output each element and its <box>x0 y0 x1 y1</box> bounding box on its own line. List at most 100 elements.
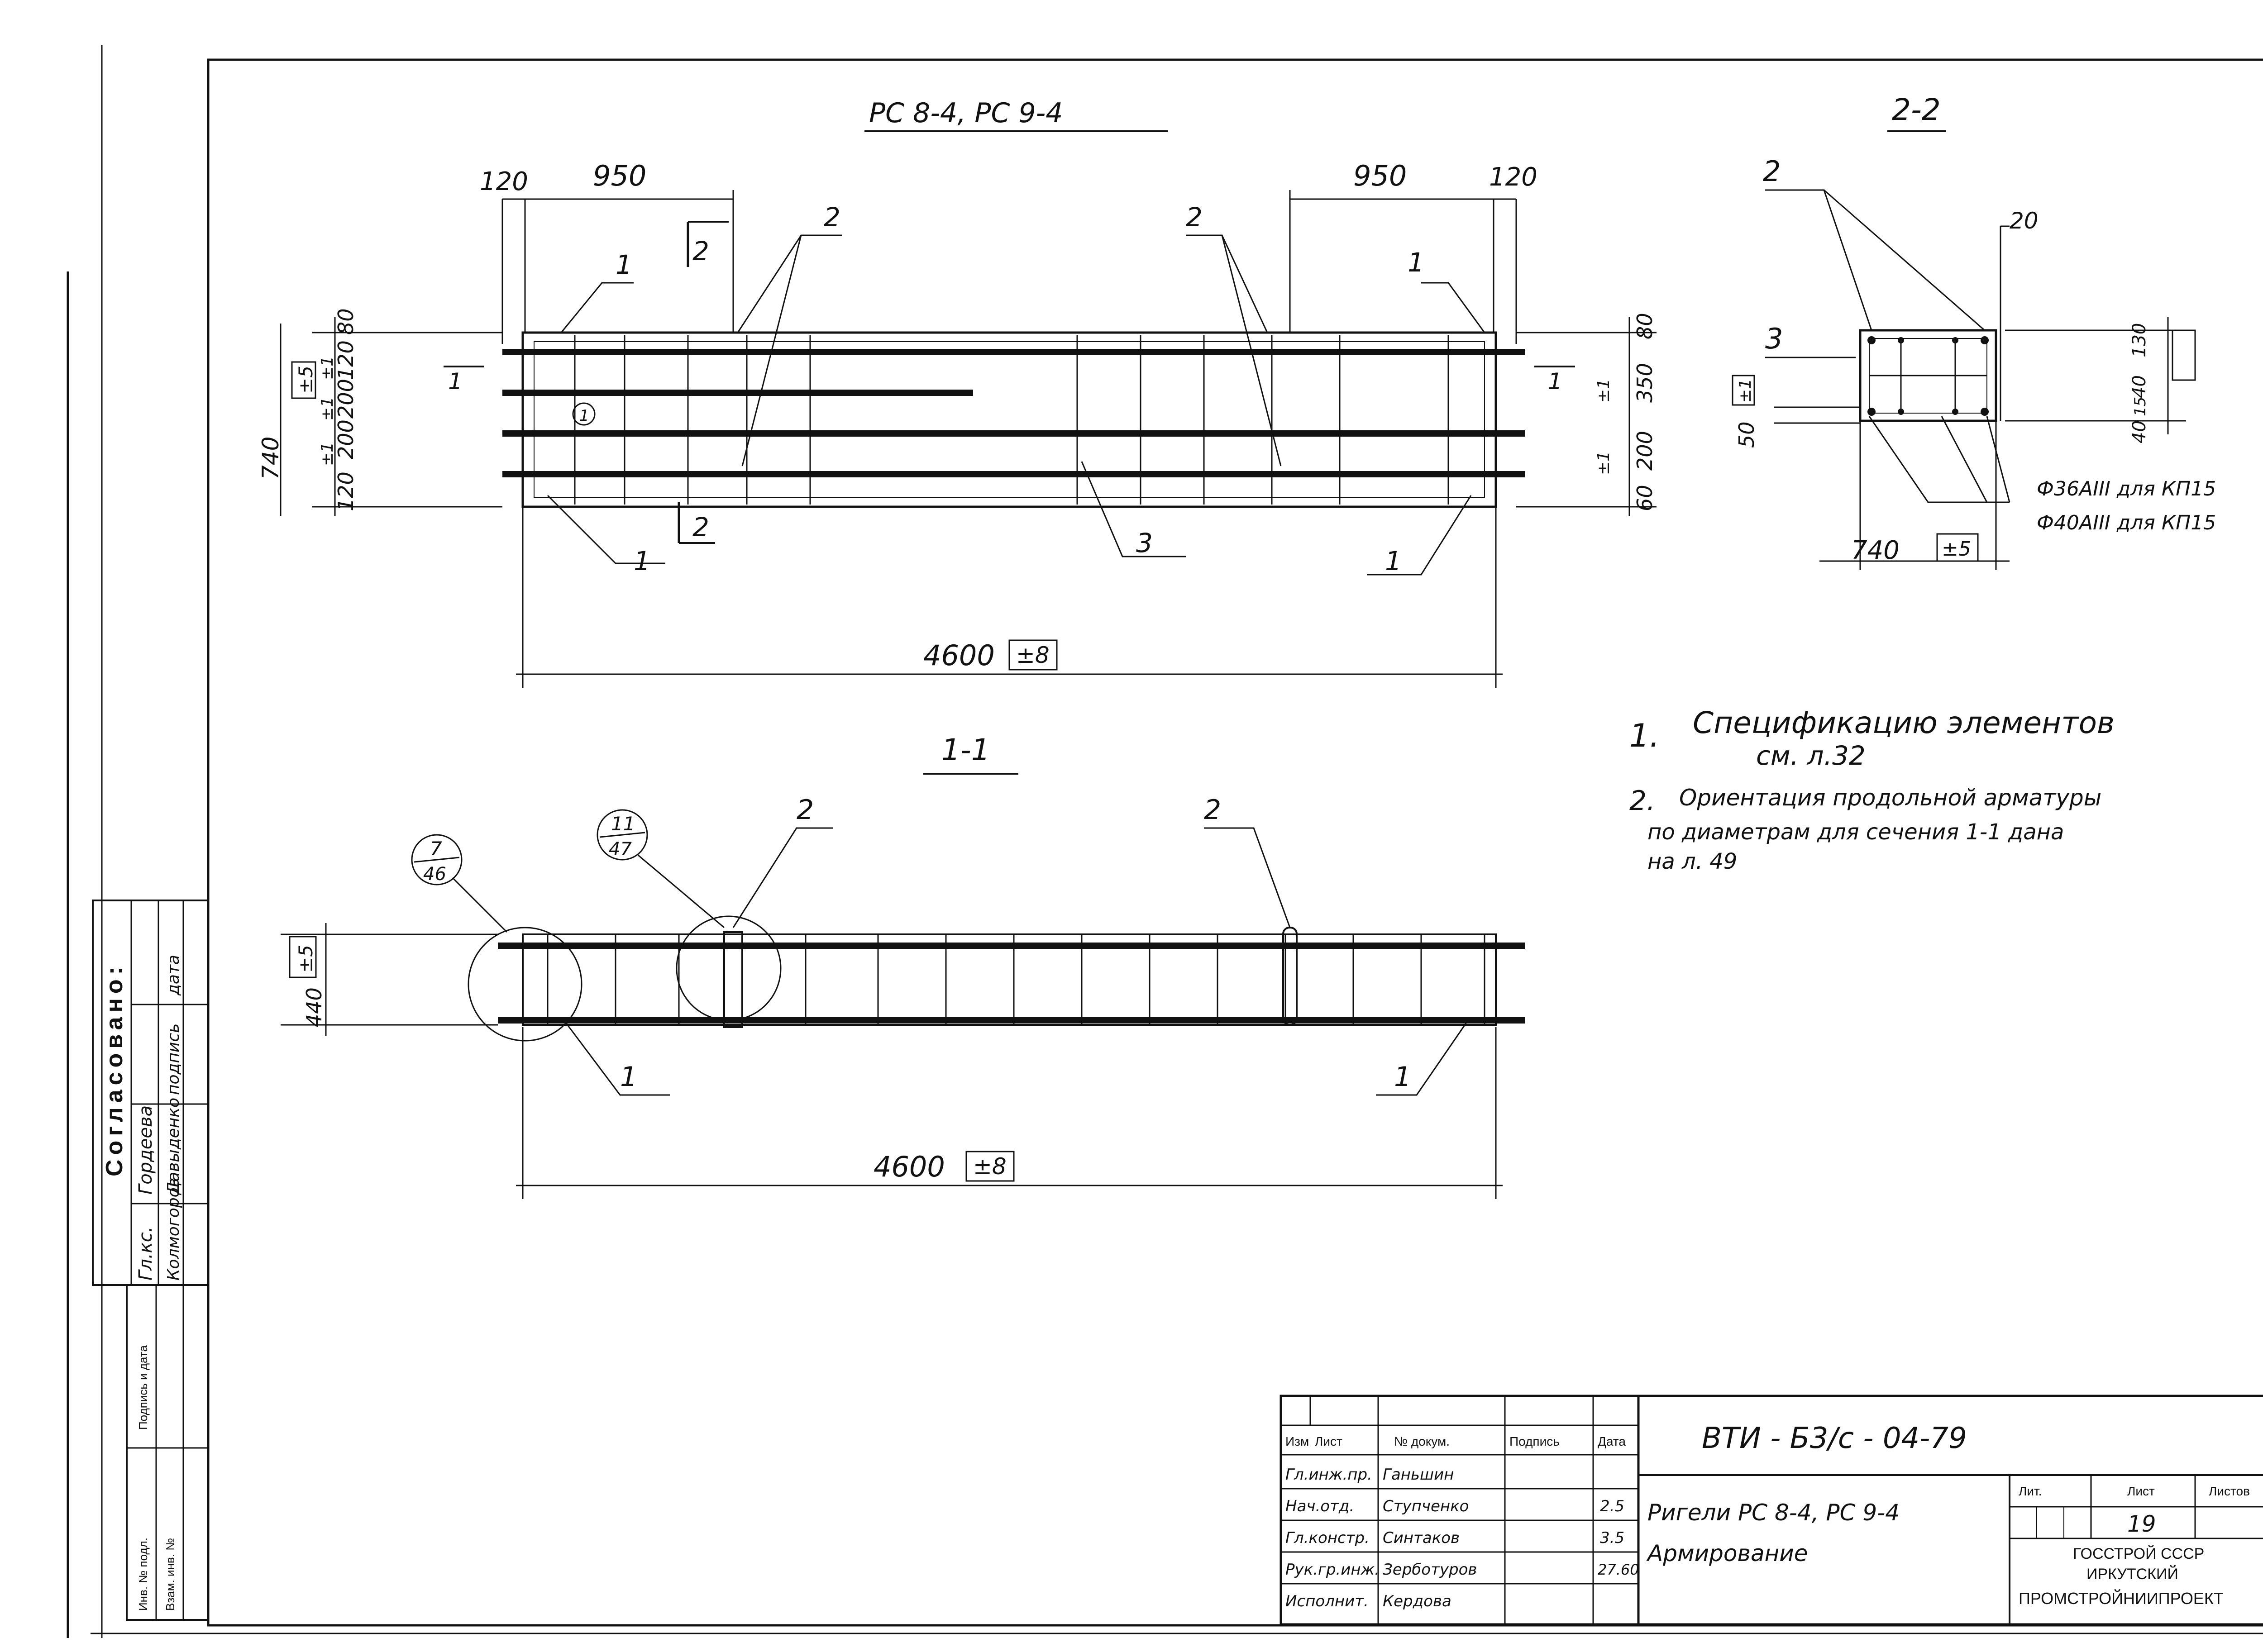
node11-leader <box>638 854 725 928</box>
section22-rdim-15: 15 <box>2131 397 2149 416</box>
note-1-number: 1. <box>1629 717 1660 754</box>
tb-staff-0-role: Гл.инж.пр. <box>1285 1466 1372 1484</box>
section22-outline <box>1859 329 1997 422</box>
plan-callout-1b: 1 <box>1408 247 1424 278</box>
right-tol-a: ±1 <box>1595 379 1613 403</box>
agreement-stamp: Согласовано: Гл.кс. Гордеева Колмогоров … <box>92 900 209 1286</box>
section-11-left-label: 1 <box>448 368 463 395</box>
right-tol-b: ±1 <box>1595 451 1613 475</box>
plan-callout-2a: 2 <box>824 202 840 233</box>
section22-dim-740: 740 <box>1851 536 1900 565</box>
plan-callout-leaders <box>547 234 1485 576</box>
section22-tol-1: ±1 <box>1736 379 1755 403</box>
left-dim-200a: 200 <box>334 379 358 419</box>
tb-staff-1-role: Нач.отд. <box>1285 1497 1354 1515</box>
title-block-frame <box>1280 1395 2263 1626</box>
agreement-title: Согласовано: <box>101 962 128 1176</box>
section-11-right-label: 1 <box>1548 368 1562 395</box>
tb-org-2: ИРКУТСКИЙ <box>2086 1566 2178 1583</box>
section22-rdim-40b: 40 <box>2129 420 2150 443</box>
dim-120-right: 120 <box>1489 162 1537 192</box>
node7-sheet: 46 <box>423 864 446 885</box>
section22-tol5-box <box>1936 533 1979 562</box>
tol-box-plan <box>1008 639 1058 671</box>
left-dim-120b: 120 <box>334 471 358 511</box>
tb-staff-4-name: Кердова <box>1383 1592 1451 1610</box>
plan-stirrups <box>574 335 1449 505</box>
tb-hdr-doc: № докум. <box>1394 1434 1450 1448</box>
node7-divider <box>414 857 460 863</box>
section22-bars <box>1867 336 1989 416</box>
section22-tol-box <box>1732 375 1755 406</box>
elev-callout-1b: 1 <box>1394 1061 1411 1093</box>
note-1-text2: см. л.32 <box>1756 740 1866 771</box>
right-dim-200: 200 <box>1633 431 1657 471</box>
plan-left-dims <box>280 317 502 516</box>
right-dim-350: 350 <box>1633 363 1657 403</box>
agreement-r1c1: Гл.кс. <box>135 1227 156 1281</box>
node11-num: 11 <box>611 813 635 835</box>
elev-lifting-loop-a <box>723 931 743 1028</box>
side-stamp: Инв. № подл. Подпись и дата Взам. инв. № <box>126 1284 209 1621</box>
elevation-dims <box>281 923 1503 1199</box>
plan-callout-1c: 1 <box>634 546 650 576</box>
right-dim-80: 80 <box>1633 313 1657 339</box>
tb-staff-2-role: Гл.констр. <box>1285 1529 1370 1547</box>
section-mark-top: 2 <box>692 236 709 267</box>
elev-callout-1a: 1 <box>620 1061 637 1093</box>
plan-top-dims <box>501 190 1517 344</box>
tb-org-1: ГОССТРОЙ СССР <box>2073 1545 2204 1562</box>
tb-staff-2-date: 3.5 <box>1600 1529 1624 1547</box>
section22-rdim-40a: 40 <box>2129 375 2150 398</box>
tb-org-3: ПРОМСТРОЙНИИПРОЕКТ <box>2019 1589 2224 1608</box>
tb-sheets-hdr: Листов <box>2209 1484 2250 1498</box>
elev-tol8-box <box>965 1151 1015 1182</box>
left-tol-5: ±5 <box>295 366 317 394</box>
tb-stage-hdr: Лит. <box>2019 1484 2042 1498</box>
left-dim-120: 120 <box>334 340 358 380</box>
tb-code: ВТИ - Б3/с - 04-79 <box>1702 1422 1967 1455</box>
elev-callout-2a: 2 <box>797 794 814 826</box>
plan-right-dims <box>1516 317 1657 516</box>
elev-tol-8: ±8 <box>973 1153 1007 1180</box>
section-22-view: 2-2 <box>1732 92 2216 570</box>
side-stamp-c3: Взам. инв. № <box>163 1538 177 1611</box>
side-stamp-c2: Подпись и дата <box>136 1345 150 1430</box>
node11-marker <box>597 809 648 861</box>
detail-circle-label: 1 <box>579 407 589 425</box>
note-2-number: 2. <box>1629 785 1655 817</box>
tb-staff-2-name: Синтаков <box>1383 1529 1460 1547</box>
note-2-text: Ориентация продольной арматуры <box>1679 785 2101 811</box>
plan-view: РС 8-4, РС 9-4 <box>258 97 1657 688</box>
node7-marker <box>411 834 463 886</box>
elevation-outline <box>522 933 1497 1026</box>
tb-sheet-hdr: Лист <box>2127 1484 2155 1498</box>
dim-950-right: 950 <box>1353 159 1407 192</box>
section22-bar2: Ф40АIII для КП15 <box>2037 511 2216 534</box>
tb-sheet-no: 19 <box>2127 1511 2156 1537</box>
node7-num: 7 <box>430 838 442 860</box>
sheet-frame <box>207 58 2263 1627</box>
agreement-r1c2: Гордеева <box>135 1105 156 1195</box>
section22-bar1: Ф36АIII для КП15 <box>2037 477 2216 500</box>
section22-callout-2: 2 <box>1763 155 1781 188</box>
dim-4600-plan: 4600 <box>923 639 995 672</box>
elev-tol5-box <box>289 936 317 978</box>
agreement-r2c3: подпись <box>164 1024 183 1095</box>
plan-callout-1a: 1 <box>616 249 632 280</box>
side-stamp-c1: Инв. № подл. <box>136 1538 150 1611</box>
title-block: Изм Лист № докум. Подпись Дата Гл.инж.пр… <box>1280 1395 2263 1626</box>
plan-bottom-dim <box>516 507 1503 688</box>
detail-circle-mark <box>572 402 596 426</box>
left-tol-a: ±1 <box>318 356 337 380</box>
plan-callout-2b: 2 <box>1186 202 1203 233</box>
left-tol-c: ±1 <box>318 442 337 466</box>
tb-name-1: Ригели РС 8-4, РС 9-4 <box>1647 1500 1900 1526</box>
notes-block: 1. Спецификацию элементов см. л.32 2. Ор… <box>1629 705 2115 874</box>
section22-rtol-box <box>2172 329 2196 381</box>
section22-tol-5: ±5 <box>1942 538 1971 561</box>
detail-node-11 <box>676 915 782 1021</box>
section22-callout-3: 3 <box>1765 322 1783 355</box>
elev-dim-4600: 4600 <box>874 1150 945 1183</box>
